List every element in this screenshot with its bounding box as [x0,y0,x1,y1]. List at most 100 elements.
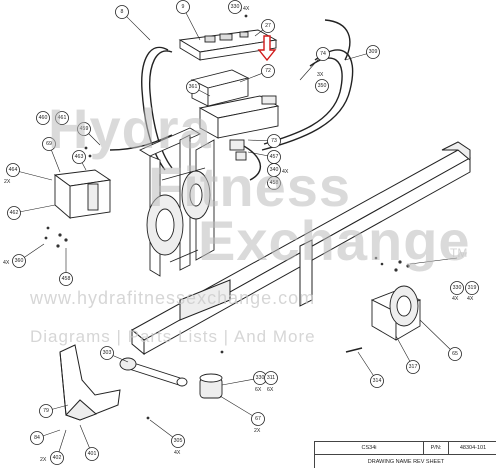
callout-461: 461 [55,111,69,125]
callout-319: 319 [465,281,479,295]
svg-text:309: 309 [369,49,378,55]
svg-text:458: 458 [62,276,71,282]
svg-text:311: 311 [267,375,275,381]
callout-330-right: 330 [450,281,464,295]
callout-79: 79 [39,404,53,418]
svg-text:457: 457 [270,154,279,160]
callout-8: 8 [115,5,129,19]
qty-4x-340: 4X [282,169,289,175]
callout-458: 458 [267,176,281,190]
svg-text:9: 9 [182,4,185,10]
watermark-brand-line1: Hydra [48,97,212,160]
callout-458-left: 458 [59,272,73,286]
callout-317: 317 [406,360,420,374]
left-bracket-assembly [53,169,112,219]
callout-401: 401 [85,447,99,461]
qty-330-top: 4X [243,6,250,12]
callout-463: 463 [72,150,86,164]
svg-text:330: 330 [453,285,462,291]
callout-72: 72 [261,64,275,78]
callout-73: 73 [267,134,281,148]
svg-text:67: 67 [255,416,261,422]
callout-350: 350 [315,79,329,93]
console-board [178,29,278,61]
callout-305: 305 [171,434,185,448]
callout-459: 459 [77,122,91,136]
svg-text:330: 330 [256,375,265,381]
title-block-part-number: 48304-101 [449,442,496,455]
svg-text:463: 463 [75,154,84,160]
svg-text:72: 72 [265,68,271,74]
svg-text:8: 8 [121,9,124,15]
callout-330-top: 330 [228,0,242,14]
qty-6x-311: 6X [267,387,274,393]
svg-text:459: 459 [80,126,89,132]
qty-2x-464: 2X [4,179,11,185]
svg-text:330: 330 [231,4,240,10]
svg-text:461: 461 [58,115,67,121]
svg-text:84: 84 [34,435,40,441]
main-rail [131,141,471,356]
callout-464: 464 [6,163,20,177]
callout-65: 65 [448,347,462,361]
qty-6x-330: 6X [255,387,262,393]
callout-402: 402 [50,451,64,465]
svg-text:401: 401 [88,451,97,457]
svg-text:305: 305 [174,438,183,444]
qty-4x-305: 4X [174,450,181,456]
svg-text:73: 73 [271,138,277,144]
svg-text:360: 360 [15,258,24,264]
callout-303: 303 [100,346,114,360]
svg-text:303: 303 [103,350,112,356]
callout-67: 67 [251,412,265,426]
svg-text:317: 317 [409,364,418,370]
callout-360: 360 [12,254,26,268]
qty-4x-319: 4X [467,296,474,302]
callout-460: 460 [36,111,50,125]
hardware-bolts [44,8,410,420]
qty-4x-330: 4X [452,296,459,302]
title-block-row2: DRAWING NAME REV SHEET [367,458,445,465]
callout-340: 340 [267,163,281,177]
callout-309: 309 [366,45,380,59]
highlight-arrow-icon [257,35,277,62]
watermark-trademark: TM [450,246,468,260]
callout-74: 74 [316,47,330,61]
qty-4x-360: 4X [3,260,10,266]
svg-text:458: 458 [270,180,279,186]
callout-27: 27 [261,19,275,33]
callout-69: 69 [42,137,56,151]
title-block: CS34i P/N: 48304-101 DRAWING NAME REV SH… [314,441,496,468]
svg-text:361: 361 [189,84,198,90]
qty-3x: 3X [317,72,324,78]
svg-text:350: 350 [318,83,327,89]
svg-text:464: 464 [9,167,18,173]
callout-330-lower: 330 [253,371,267,385]
upright-frame [139,127,215,277]
svg-text:79: 79 [43,408,49,414]
watermark-brand-line3: Exchange [198,209,471,272]
svg-text:314: 314 [373,378,382,384]
svg-text:402: 402 [53,455,62,461]
svg-text:462: 462 [10,210,19,216]
svg-text:65: 65 [452,351,458,357]
title-block-pn-label: P/N: [424,442,449,455]
axle-and-spacers [119,347,363,399]
callout-314: 314 [370,374,384,388]
svg-text:319: 319 [468,285,477,291]
callout-9: 9 [176,0,190,14]
svg-text:74: 74 [320,51,326,57]
callout-361: 361 [186,80,200,94]
svg-text:27: 27 [265,23,271,29]
rear-stabilizer-stand [59,344,121,421]
callout-84: 84 [30,431,44,445]
callout-462: 462 [7,206,21,220]
watermark-brand-line2: Fitness [148,155,352,218]
qty-2x-402: 2X [40,457,47,463]
svg-text:460: 460 [39,115,48,121]
title-block-model: CS34i [315,442,424,455]
qty-2x-67: 2X [254,428,261,434]
electronics-enclosure [190,69,280,161]
watermark-url: www.hydrafitnessexchange.com [30,288,316,308]
